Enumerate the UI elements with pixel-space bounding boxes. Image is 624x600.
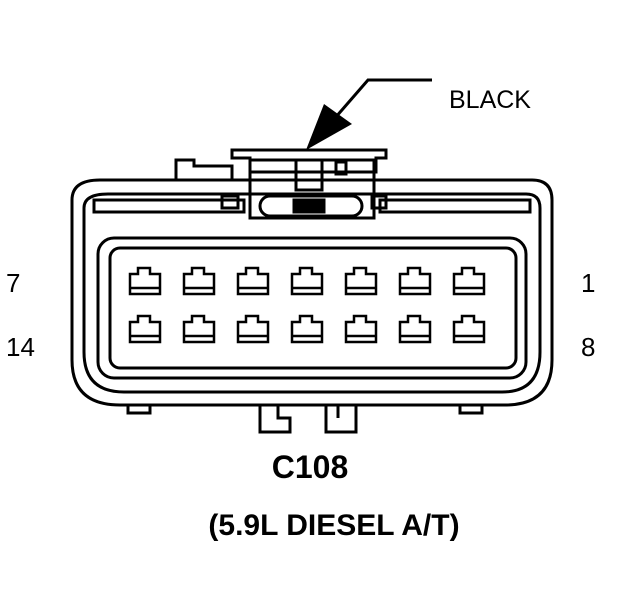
connector-desc: (5.9L DIESEL A/T) — [208, 509, 459, 542]
key-right — [324, 405, 358, 434]
cavity-frame-inner — [108, 246, 518, 370]
pin-terminal-13 — [182, 314, 216, 344]
latch-tab-small — [334, 160, 348, 176]
pin-label-7: 7 — [6, 268, 20, 298]
leader-line — [333, 78, 432, 119]
color-label: BLACK — [449, 86, 531, 114]
foot-right — [458, 403, 484, 415]
pin-terminal-10 — [344, 314, 378, 344]
top-rail-left — [92, 198, 246, 214]
top-rail-right — [378, 198, 532, 214]
rail-clip-right — [370, 194, 388, 210]
pin-label-8: 8 — [581, 332, 595, 362]
pin-terminal-8 — [452, 314, 486, 344]
pin-terminal-14 — [128, 314, 162, 344]
pin-terminal-11 — [290, 314, 324, 344]
pin-label-14: 14 — [6, 332, 35, 362]
connector-id: C108 — [272, 449, 349, 485]
latch-lock — [292, 198, 326, 214]
left-bump — [174, 158, 234, 180]
pin-terminal-12 — [236, 314, 270, 344]
cavity-frame-outer — [96, 236, 528, 380]
connector-body — [70, 148, 554, 434]
pin-terminal-9 — [398, 314, 432, 344]
pin-terminal-7 — [128, 266, 162, 296]
pin-terminal-3 — [344, 266, 378, 296]
foot-left — [126, 403, 152, 415]
pin-terminals — [128, 266, 486, 344]
key-left — [258, 405, 292, 434]
pin-terminal-4 — [290, 266, 324, 296]
latch-window — [258, 194, 364, 218]
pin-terminal-5 — [236, 266, 270, 296]
arrow-head — [306, 104, 352, 150]
pin-terminal-1 — [452, 266, 486, 296]
pin-terminal-2 — [398, 266, 432, 296]
housing-outer — [70, 178, 554, 407]
latch-tab — [294, 158, 324, 192]
color-callout — [306, 78, 432, 150]
rail-clip-left — [220, 194, 240, 210]
pin-terminal-6 — [182, 266, 216, 296]
pin-label-1: 1 — [581, 268, 595, 298]
housing-inner — [82, 192, 542, 394]
